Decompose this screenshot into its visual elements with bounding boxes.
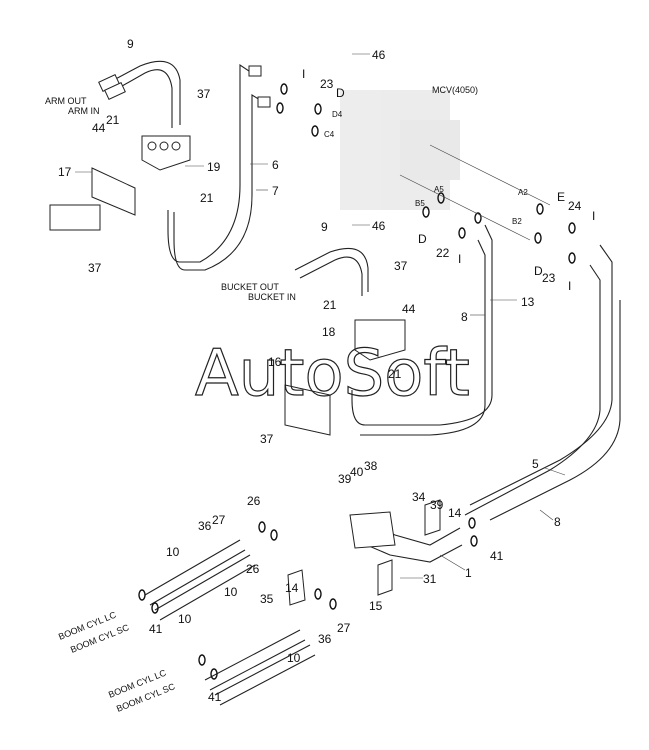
callout: 35: [260, 592, 274, 606]
callout: 21: [388, 367, 402, 381]
callout: 19: [207, 160, 221, 174]
callout: 5: [532, 457, 539, 471]
port-code: D4: [332, 110, 343, 119]
boom-pipe-assembly: [144, 499, 463, 706]
port-code: B2: [512, 217, 522, 226]
letter-label: I: [458, 252, 461, 266]
valve-label: MCV(4050): [432, 85, 478, 95]
pipes-long: [351, 224, 621, 521]
callout: 26: [247, 494, 261, 508]
callout: 27: [212, 513, 226, 527]
callout: 8: [554, 515, 561, 529]
callout: 31: [423, 572, 437, 586]
callout: 17: [58, 165, 72, 179]
leader-lines: [75, 53, 566, 579]
callout: 46: [372, 48, 386, 62]
callout: 24: [568, 199, 582, 213]
main-control-valve: [340, 90, 460, 210]
callout: 39: [430, 498, 444, 512]
callout: 13: [521, 295, 535, 309]
callout: 36: [318, 632, 332, 646]
letter-label: D: [418, 232, 427, 246]
port-bucket-out: BUCKET OUT: [221, 282, 279, 292]
callout: 18: [322, 325, 336, 339]
callout: 27: [337, 621, 351, 635]
callout: 39: [338, 472, 352, 486]
callout: 9: [321, 220, 328, 234]
callout: 23: [542, 271, 556, 285]
callout: 16: [268, 355, 282, 369]
port-code: C4: [324, 130, 335, 139]
callout: 37: [197, 87, 211, 101]
callout: 21: [106, 113, 120, 127]
callout: 21: [200, 191, 214, 205]
callout: 23: [320, 77, 334, 91]
callout: 15: [369, 599, 383, 613]
pipes-6-7: [167, 63, 271, 271]
callout: 26: [246, 562, 260, 576]
letter-label: I: [592, 209, 595, 223]
bracket-lower: [284, 319, 406, 436]
port-arm-in: ARM IN: [68, 106, 100, 116]
letter-label: E: [557, 190, 565, 204]
callout: 38: [364, 459, 378, 473]
arm-hoses: [98, 60, 181, 128]
callout: 37: [260, 432, 274, 446]
callout: 10: [166, 545, 180, 559]
callout: 1: [465, 566, 472, 580]
letter-label: I: [302, 67, 305, 81]
callout: 6: [272, 158, 279, 172]
port-bucket-in: BUCKET IN: [248, 292, 296, 302]
port-code: A5: [434, 185, 444, 194]
watermark-autosoft: AutoSoft: [195, 337, 470, 411]
port-arm-out: ARM OUT: [45, 96, 87, 106]
callout: 40: [350, 465, 364, 479]
callout: 10: [178, 612, 192, 626]
callout: 46: [372, 219, 386, 233]
callout: 41: [149, 622, 163, 636]
callout: 14: [448, 506, 462, 520]
callout: 44: [402, 302, 416, 316]
callout: 41: [490, 549, 504, 563]
callout: 41: [208, 690, 222, 704]
callout: 14: [285, 581, 299, 595]
callout: 21: [323, 298, 337, 312]
callout: 22: [436, 246, 450, 260]
o-rings: [138, 83, 576, 680]
callout: 44: [92, 121, 106, 135]
callout: 10: [224, 585, 238, 599]
callout: 34: [412, 490, 426, 504]
letter-label: D: [534, 264, 543, 278]
callout: 8: [461, 310, 468, 324]
letter-label: D: [336, 86, 345, 100]
callout: 36: [198, 519, 212, 533]
callout: 10: [287, 651, 301, 665]
callout: 7: [272, 184, 279, 198]
bracket-upper: [49, 135, 191, 231]
callout: 37: [88, 261, 102, 275]
letter-label: I: [568, 279, 571, 293]
port-code: A2: [518, 188, 528, 197]
callout: 9: [127, 37, 134, 51]
bucket-hoses: [294, 247, 369, 296]
callout: 37: [394, 259, 408, 273]
port-code: B5: [415, 199, 425, 208]
